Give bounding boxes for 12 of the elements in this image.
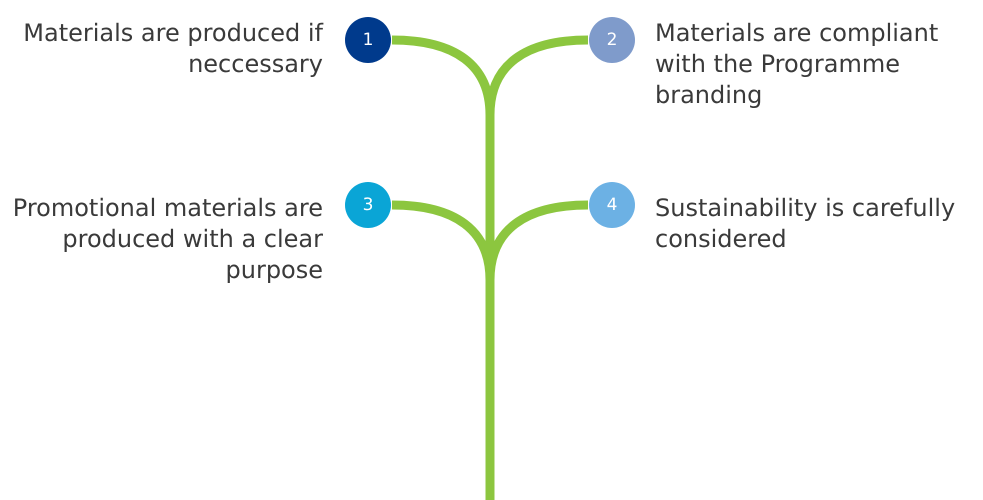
step-description: Materials are compliant with the Programme branding xyxy=(655,18,940,111)
step-number: 1 xyxy=(362,30,374,50)
step-number: 4 xyxy=(606,195,618,215)
step-circle xyxy=(345,17,391,63)
step-circle xyxy=(589,17,635,63)
step-circle xyxy=(589,182,635,228)
step-description: Promotional materials are produced with a clear purpose xyxy=(12,193,323,286)
step-circle xyxy=(345,182,391,228)
step-number: 3 xyxy=(362,195,374,215)
step-number: 2 xyxy=(606,30,618,50)
step-description: Materials are produced if neccessary xyxy=(22,18,323,80)
step-description: Sustainability is carefully considered xyxy=(655,193,956,255)
